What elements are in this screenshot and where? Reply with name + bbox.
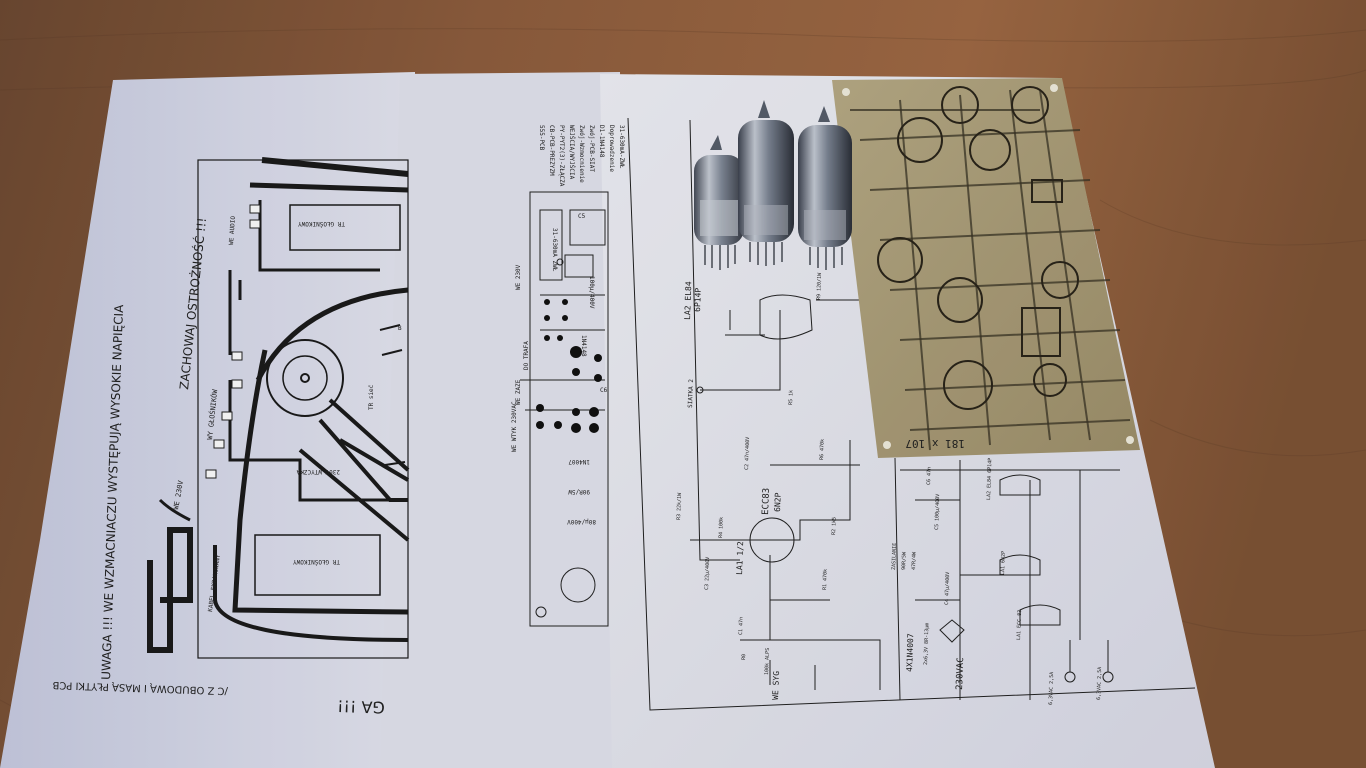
tube-el84-1 (738, 100, 794, 266)
middle-corner-notes: 555-PCB (538, 125, 545, 151)
label-r6: R6 470k (819, 439, 826, 460)
tube1-alt: 6N2P (773, 492, 783, 512)
label-r0: R0 (741, 654, 747, 660)
label-230v-wtyczka: 230V WTYCZKA (296, 468, 340, 475)
label-zasilanie: ZASILANIE (891, 543, 898, 570)
label-c3: C3 22μ/400V (704, 557, 711, 590)
label-c5-mid: C5 (578, 213, 586, 220)
label-alps: 100k ALPS (764, 648, 771, 675)
label-rect: 4X1N4007 (905, 633, 915, 672)
label-we-syg: WE SYG (771, 671, 781, 700)
label-r2: R2 1k5 (831, 517, 838, 535)
label-glosnikowy-a: TR GŁOŚNIKOWY (298, 220, 345, 227)
label-v-out: 2x6,3V 8R-13μm (923, 623, 930, 665)
tube2-name: LA2 EL84 (683, 281, 693, 320)
left-sheet (0, 72, 420, 768)
tube-el84-2 (798, 106, 852, 270)
label-r5: R5 1k (788, 390, 795, 405)
label-we-audio: WE AUDIO (228, 215, 237, 245)
label-la2-small: LA2 EL84 6P14P (986, 458, 993, 500)
label-r4: R4 100k (718, 517, 725, 538)
label-c4: C4 47μ/400V (944, 572, 951, 605)
schematic-drawing (627, 117, 1196, 711)
middle-corner-note-1: CB-PCB-PREZYZM (548, 125, 555, 176)
label-c6: C6 47n (926, 467, 933, 485)
label-heater2: 6,3VAC 2,5A (1096, 667, 1103, 700)
label-we230-mid: WE 230V (515, 264, 522, 290)
label-do-trafa: DO TRAFA (523, 341, 530, 370)
label-rcc: 47R/4W (911, 551, 918, 570)
tube1-name: ECC83 (761, 488, 772, 515)
bottom-big: GA !!! (337, 696, 385, 717)
label-r3: R3 22k/1W (676, 492, 683, 520)
middle-corner-note-3: WEJŚCIA/WYJŚCIA (568, 125, 575, 180)
label-we-wtyk: WE WTYK 230VAC (511, 401, 518, 452)
tube-ecc83 (694, 135, 744, 270)
label-1n4148: 1N4148 (580, 335, 587, 357)
label-90r: 90R/5W (568, 488, 590, 495)
label-b: B (398, 325, 402, 332)
label-100u: 100μ/400V (588, 276, 595, 309)
tube2-alt: 6P14P (693, 288, 703, 313)
label-glosnikowy-b: TR GŁOŚNIKOWY (293, 558, 340, 565)
middle-corner-note-8: 31-630mA-ZWŁ (618, 125, 625, 169)
label-c2: C2 47n/400V (744, 437, 751, 470)
label-heater1: 6,3VAC 2,5A (1048, 672, 1055, 705)
label-80u: 80μ/400V (567, 518, 596, 525)
label-siatka: SIATKA 2 (687, 379, 695, 409)
left-connectors (205, 204, 261, 479)
middle-corner-note-4: Zwój-Wzmocnienie (578, 125, 585, 183)
middle-corner-note-7: Doprowadzenie (608, 125, 615, 172)
label-we-zaze: WE ZAZE (515, 379, 522, 405)
middle-corner-note-5: Zwój-PCB-SIAT (588, 125, 595, 172)
middle-layout-drawing (520, 191, 609, 627)
pcb-marking: 181 x 107 (905, 437, 965, 450)
label-la1-small: LA1 6N2P (1000, 551, 1007, 575)
middle-corner-note-6: D1-1N4148 (598, 125, 605, 158)
middle-corner-note-2: PY-PYT2(3)-ZŁĄCZA (558, 125, 565, 187)
label-1n4007: 1N4007 (568, 458, 590, 465)
pcb-board: 181 x 107 (832, 78, 1140, 458)
middle-sheet (380, 72, 630, 768)
label-rbb: 90R/5W (901, 551, 908, 570)
label-r1: R1 470k (822, 569, 829, 590)
label-r9: R9 120/1W (816, 272, 823, 300)
label-c5: C5 100μ/400V (934, 494, 941, 530)
label-fuse: 31-630mA ZWŁ (551, 228, 558, 272)
label-c1: C1 47n (738, 617, 745, 635)
tube1-ref: LA1 1/2 (735, 541, 745, 575)
label-sieciowy: TR sieć (368, 384, 375, 410)
middle-pads (536, 299, 602, 433)
label-230vac: 230VAC (955, 657, 966, 690)
label-la1-b: LA1 ECC 83 (1016, 610, 1023, 640)
label-c6-mid: C6 (600, 387, 608, 394)
